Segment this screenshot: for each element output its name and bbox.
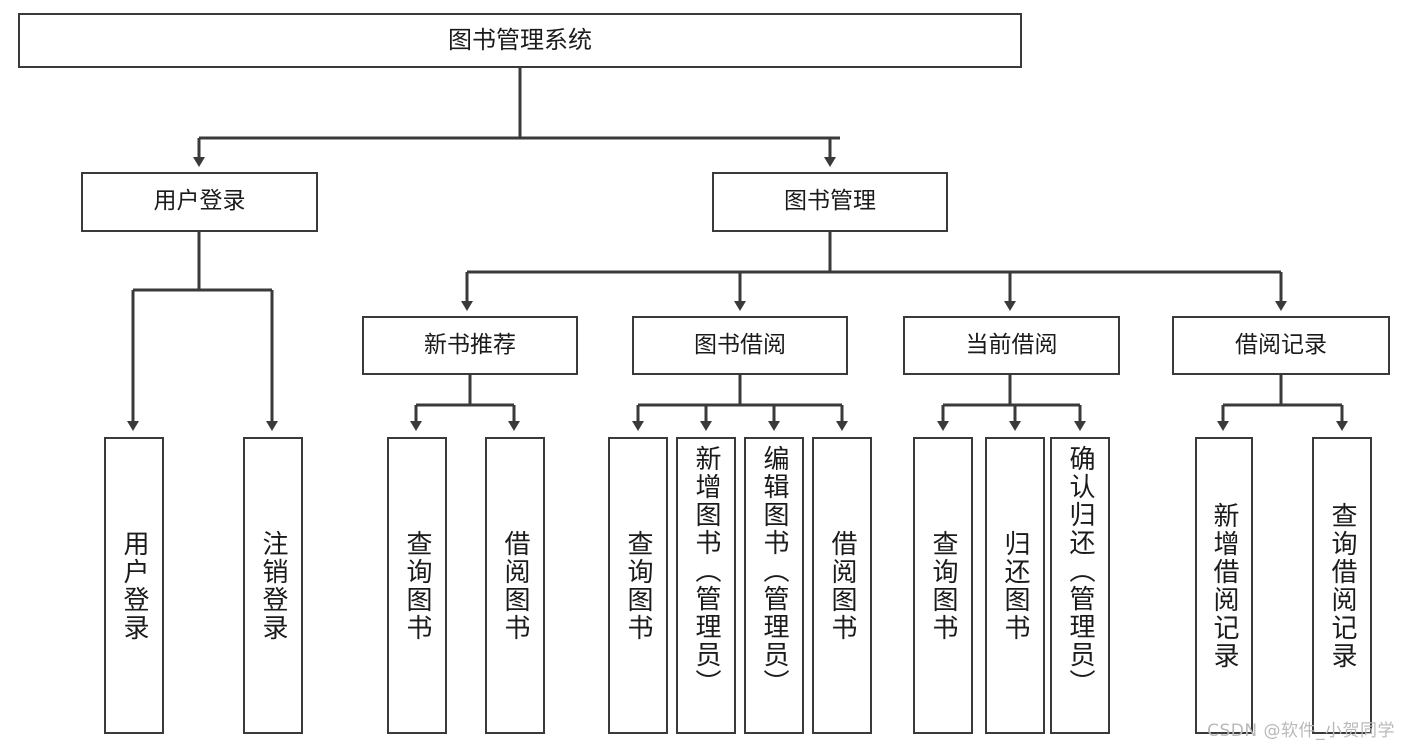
leaf-book-borrow-edit[interactable]: 编辑图书（管理员）: [744, 437, 804, 734]
leaf-book-borrow-borrow[interactable]: 借阅图书: [812, 437, 872, 734]
node-label: 归还图书: [1000, 529, 1030, 642]
leaf-current-borrow-return[interactable]: 归还图书: [985, 437, 1045, 734]
node-label: 借阅记录: [1235, 331, 1327, 358]
node-label: 查询图书: [402, 529, 432, 642]
node-label: 图书借阅: [694, 331, 786, 358]
node-label: 图书管理: [784, 188, 876, 215]
node-label: 图书管理系统: [448, 26, 592, 55]
node-borrow-record[interactable]: 借阅记录: [1172, 316, 1390, 375]
node-label: 当前借阅: [965, 331, 1058, 358]
node-label: 新增图书（管理员）: [691, 445, 721, 697]
node-root-system[interactable]: 图书管理系统: [18, 13, 1022, 68]
leaf-current-borrow-confirm-return[interactable]: 确认归还（管理员）: [1050, 437, 1110, 734]
leaf-new-book-borrow[interactable]: 借阅图书: [485, 437, 545, 734]
node-label: 查询图书: [928, 529, 958, 642]
node-label: 借阅图书: [827, 529, 857, 642]
node-label: 用户登录: [119, 529, 149, 642]
node-book-borrow[interactable]: 图书借阅: [632, 316, 848, 375]
node-label: 确认归还（管理员）: [1065, 445, 1095, 697]
leaf-new-book-query[interactable]: 查询图书: [387, 437, 447, 734]
node-label: 查询图书: [623, 529, 653, 642]
leaf-user-login-logout[interactable]: 注销登录: [243, 437, 303, 734]
leaf-book-borrow-add[interactable]: 新增图书（管理员）: [676, 437, 736, 734]
leaf-borrow-record-add[interactable]: 新增借阅记录: [1195, 437, 1253, 734]
leaf-current-borrow-query[interactable]: 查询图书: [913, 437, 973, 734]
node-label: 查询借阅记录: [1327, 501, 1357, 670]
node-current-borrow[interactable]: 当前借阅: [903, 316, 1120, 375]
leaf-user-login-login[interactable]: 用户登录: [104, 437, 164, 734]
node-label: 借阅图书: [500, 529, 530, 642]
node-user-login[interactable]: 用户登录: [81, 172, 318, 232]
node-book-management[interactable]: 图书管理: [712, 172, 948, 232]
watermark-text: CSDN @软件_小贺同学: [1207, 721, 1395, 741]
node-new-book-recommend[interactable]: 新书推荐: [362, 316, 578, 375]
node-label: 新书推荐: [424, 331, 516, 358]
leaf-borrow-record-query[interactable]: 查询借阅记录: [1312, 437, 1372, 734]
node-label: 编辑图书（管理员）: [759, 445, 789, 697]
leaf-book-borrow-query[interactable]: 查询图书: [608, 437, 668, 734]
node-label: 新增借阅记录: [1209, 501, 1239, 670]
node-label: 注销登录: [258, 529, 288, 642]
node-label: 用户登录: [153, 188, 246, 215]
